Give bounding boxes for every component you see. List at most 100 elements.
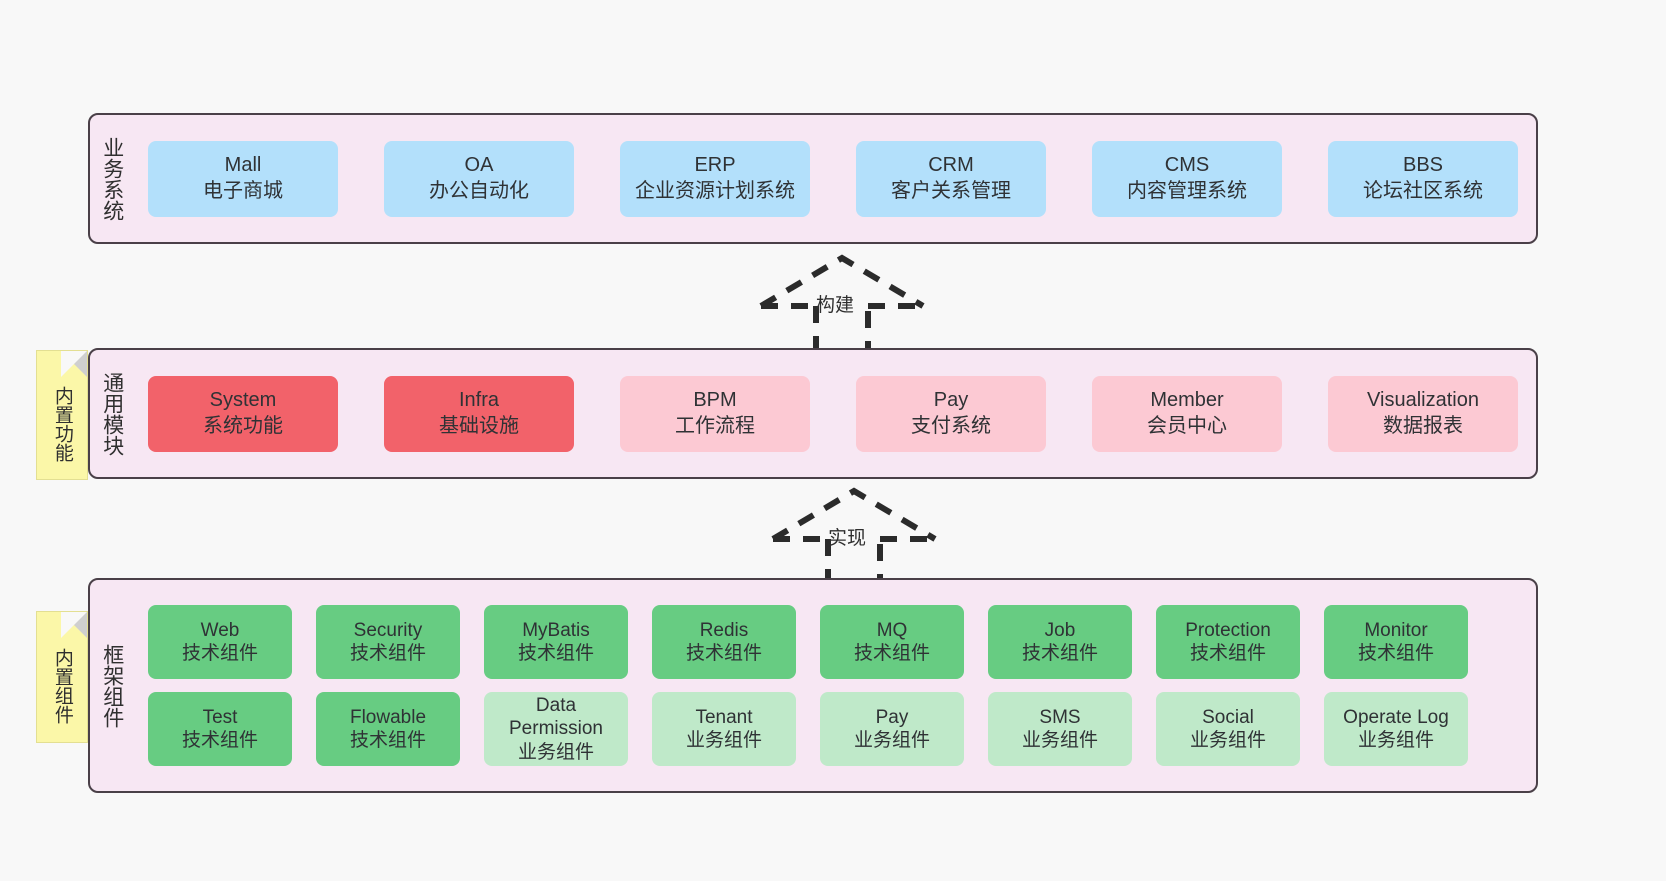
card-erp[interactable]: ERP 企业资源计划系统 — [620, 140, 810, 217]
card-bpm-subtitle: 工作流程 — [675, 414, 755, 437]
card-mybatis-name: MyBatis — [522, 619, 590, 641]
layer-framework-components: 框架组件 Web 技术组件 Security 技术组件 MyBatis 技术组件… — [88, 578, 1538, 793]
card-social-name: Social — [1202, 706, 1254, 728]
card-job[interactable]: Job 技术组件 — [988, 605, 1132, 679]
card-operate-log[interactable]: Operate Log 业务组件 — [1324, 692, 1468, 766]
connector-implement-label: 实现 — [828, 528, 867, 549]
card-redis-subtitle: 技术组件 — [685, 643, 762, 664]
card-mq[interactable]: MQ 技术组件 — [820, 605, 964, 679]
card-tenant-subtitle: 业务组件 — [685, 730, 762, 751]
framework-business-card-row: Test 技术组件 Flowable 技术组件 Data Permission … — [142, 692, 1518, 766]
card-mall-subtitle: 电子商城 — [203, 179, 283, 202]
card-web-name: Web — [200, 619, 240, 641]
card-cms-name: CMS — [1164, 153, 1210, 176]
card-crm-name: CRM — [928, 153, 974, 176]
card-protection[interactable]: Protection 技术组件 — [1156, 605, 1300, 679]
card-visualization-subtitle: 数据报表 — [1383, 414, 1463, 437]
card-monitor-name: Monitor — [1364, 619, 1428, 641]
layer-common-modules-title: 通用模块 — [100, 371, 124, 456]
card-erp-name: ERP — [694, 153, 736, 176]
layer-framework-components-body: Web 技术组件 Security 技术组件 MyBatis 技术组件 Redi… — [134, 580, 1536, 791]
card-web-subtitle: 技术组件 — [181, 643, 258, 664]
card-infra-name: Infra — [458, 388, 500, 411]
card-pay-component-subtitle: 业务组件 — [853, 730, 930, 751]
note-builtin-functions-text: 内置功能 — [51, 386, 73, 462]
card-system-subtitle: 系统功能 — [203, 414, 283, 437]
note-builtin-functions: 内置功能 — [36, 350, 88, 480]
card-visualization-name: Visualization — [1367, 388, 1479, 411]
card-mybatis-subtitle: 技术组件 — [517, 643, 594, 664]
card-pay-component-name: Pay — [875, 706, 909, 728]
card-cms-subtitle: 内容管理系统 — [1127, 179, 1247, 202]
layer-business-systems: 业务系统 Mall 电子商城 OA 办公自动化 ERP 企业资源计划系统 CRM… — [88, 113, 1538, 244]
layer-common-modules: 通用模块 System 系统功能 Infra 基础设施 BPM 工作流程 Pay… — [88, 348, 1538, 479]
card-bpm[interactable]: BPM 工作流程 — [620, 375, 810, 452]
card-system[interactable]: System 系统功能 — [148, 375, 338, 452]
card-monitor[interactable]: Monitor 技术组件 — [1324, 605, 1468, 679]
card-bbs-name: BBS — [1402, 153, 1444, 176]
card-flowable[interactable]: Flowable 技术组件 — [316, 692, 460, 766]
card-oa-subtitle: 办公自动化 — [429, 179, 529, 202]
card-operate-log-name: Operate Log — [1343, 706, 1449, 728]
card-cms[interactable]: CMS 内容管理系统 — [1092, 140, 1282, 217]
card-data-permission[interactable]: Data Permission 业务组件 — [484, 692, 628, 766]
card-mq-subtitle: 技术组件 — [853, 643, 930, 664]
card-infra[interactable]: Infra 基础设施 — [384, 375, 574, 452]
layer-framework-components-title: 框架组件 — [100, 643, 124, 728]
card-mq-name: MQ — [876, 619, 908, 641]
card-sms-subtitle: 业务组件 — [1021, 730, 1098, 751]
card-pay-component[interactable]: Pay 业务组件 — [820, 692, 964, 766]
card-oa[interactable]: OA 办公自动化 — [384, 140, 574, 217]
card-sms-name: SMS — [1039, 706, 1081, 728]
card-test[interactable]: Test 技术组件 — [148, 692, 292, 766]
card-test-name: Test — [202, 706, 238, 728]
card-test-subtitle: 技术组件 — [181, 730, 258, 751]
card-security-subtitle: 技术组件 — [349, 643, 426, 664]
card-mybatis[interactable]: MyBatis 技术组件 — [484, 605, 628, 679]
card-tenant-name: Tenant — [695, 706, 753, 728]
card-sms[interactable]: SMS 业务组件 — [988, 692, 1132, 766]
card-operate-log-subtitle: 业务组件 — [1357, 730, 1434, 751]
business-systems-card-row: Mall 电子商城 OA 办公自动化 ERP 企业资源计划系统 CRM 客户关系… — [140, 140, 1518, 217]
layer-business-systems-title: 业务系统 — [100, 136, 124, 221]
card-crm[interactable]: CRM 客户关系管理 — [856, 140, 1046, 217]
card-monitor-subtitle: 技术组件 — [1357, 643, 1434, 664]
card-pay-module-subtitle: 支付系统 — [911, 414, 991, 437]
card-flowable-name: Flowable — [349, 706, 427, 728]
card-crm-subtitle: 客户关系管理 — [891, 179, 1011, 202]
card-protection-subtitle: 技术组件 — [1189, 643, 1266, 664]
note-builtin-components-text: 内置组件 — [51, 648, 73, 724]
card-system-name: System — [209, 388, 277, 411]
card-flowable-subtitle: 技术组件 — [349, 730, 426, 751]
card-member[interactable]: Member 会员中心 — [1092, 375, 1282, 452]
common-modules-card-row: System 系统功能 Infra 基础设施 BPM 工作流程 Pay 支付系统… — [140, 375, 1518, 452]
card-tenant[interactable]: Tenant 业务组件 — [652, 692, 796, 766]
card-data-permission-name: Data Permission — [509, 695, 603, 740]
card-mall[interactable]: Mall 电子商城 — [148, 140, 338, 217]
framework-tech-card-row: Web 技术组件 Security 技术组件 MyBatis 技术组件 Redi… — [142, 605, 1518, 679]
card-security-name: Security — [353, 619, 423, 641]
card-pay-module-name: Pay — [933, 388, 969, 411]
card-pay-module[interactable]: Pay 支付系统 — [856, 375, 1046, 452]
card-visualization[interactable]: Visualization 数据报表 — [1328, 375, 1518, 452]
card-data-permission-subtitle: 业务组件 — [517, 741, 594, 763]
card-erp-subtitle: 企业资源计划系统 — [635, 179, 795, 202]
card-web[interactable]: Web 技术组件 — [148, 605, 292, 679]
card-infra-subtitle: 基础设施 — [439, 414, 519, 437]
card-oa-name: OA — [464, 153, 494, 176]
card-protection-name: Protection — [1185, 619, 1271, 641]
card-social[interactable]: Social 业务组件 — [1156, 692, 1300, 766]
card-bpm-name: BPM — [693, 388, 737, 411]
card-job-name: Job — [1044, 619, 1076, 641]
card-bbs-subtitle: 论坛社区系统 — [1363, 179, 1483, 202]
card-redis[interactable]: Redis 技术组件 — [652, 605, 796, 679]
layer-business-systems-body: Mall 电子商城 OA 办公自动化 ERP 企业资源计划系统 CRM 客户关系… — [134, 115, 1536, 242]
card-security[interactable]: Security 技术组件 — [316, 605, 460, 679]
layer-common-modules-body: System 系统功能 Infra 基础设施 BPM 工作流程 Pay 支付系统… — [134, 350, 1536, 477]
connector-build-label: 构建 — [816, 295, 855, 316]
card-redis-name: Redis — [699, 619, 749, 641]
card-bbs[interactable]: BBS 论坛社区系统 — [1328, 140, 1518, 217]
card-job-subtitle: 技术组件 — [1021, 643, 1098, 664]
card-member-subtitle: 会员中心 — [1147, 414, 1227, 437]
